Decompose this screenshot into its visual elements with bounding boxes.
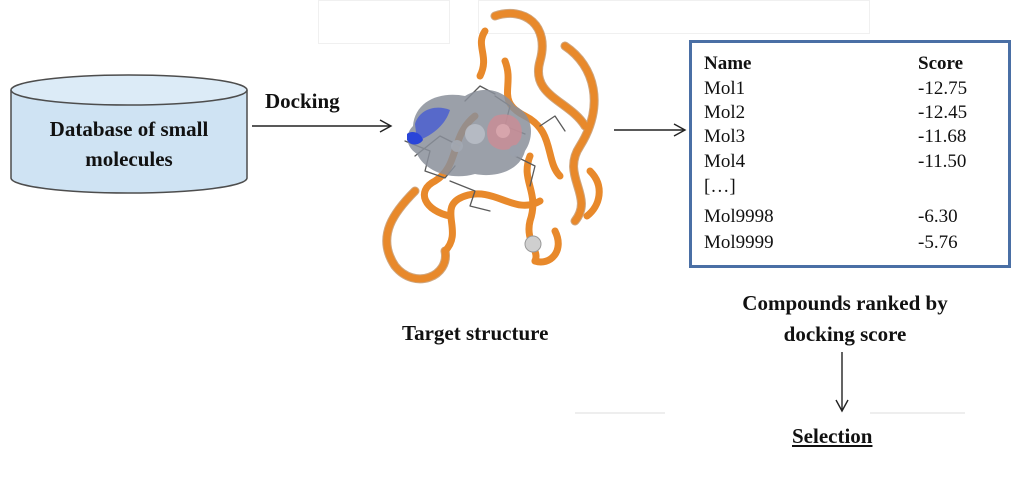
row-score: -11.68 [918, 126, 967, 147]
database-label: Database of small molecules [10, 114, 248, 174]
row-name: Mol1 [704, 78, 746, 99]
row-name: Mol9998 [704, 206, 774, 227]
selection-arrow [835, 352, 849, 413]
row-name: Mol3 [704, 126, 746, 147]
ghost-frame [318, 0, 450, 44]
ranked-label-line1: Compounds ranked by [742, 291, 948, 315]
ghost-line [870, 412, 965, 414]
selection-label: Selection [792, 424, 873, 448]
ghost-frame [478, 0, 870, 34]
row-score: -11.50 [918, 151, 967, 172]
table-row: Mol9998 -6.30 [704, 205, 1004, 229]
database-label-line2: molecules [85, 147, 173, 171]
result-arrow [614, 123, 687, 137]
table-header: Name Score [704, 52, 1004, 76]
row-score: -6.30 [918, 206, 958, 227]
row-score: -5.76 [918, 232, 958, 253]
table-row: Mol2 -12.45 [704, 101, 1004, 125]
docking-arrow [252, 119, 393, 133]
row-name: Mol4 [704, 151, 746, 172]
header-score: Score [918, 53, 964, 74]
row-score: -12.75 [918, 78, 968, 99]
ranked-compounds-label: Compounds ranked by docking score [690, 288, 1000, 350]
cylinder-shape [10, 74, 248, 194]
ghost-line [575, 412, 665, 414]
row-name: Mol2 [704, 102, 746, 123]
table-row: […] [704, 175, 1004, 199]
protein-structure-image [382, 8, 603, 284]
table-row: Mol4 -11.50 [704, 150, 1004, 174]
target-structure-label: Target structure [402, 321, 549, 345]
database-label-line1: Database of small [49, 117, 209, 141]
row-name: Mol9999 [704, 232, 774, 253]
table-row: Mol3 -11.68 [704, 125, 1004, 149]
docking-label: Docking [265, 89, 340, 113]
database-cylinder: Database of small molecules [10, 74, 248, 194]
ranked-label-line2: docking score [783, 322, 907, 346]
table-row: Mol9999 -5.76 [704, 231, 1004, 255]
results-table: Name Score Mol1 -12.75 Mol2 -12.45 Mol3 … [689, 40, 1011, 268]
row-score: -12.45 [918, 102, 968, 123]
header-name: Name [704, 53, 752, 74]
row-name: […] [704, 176, 736, 197]
table-row: Mol1 -12.75 [704, 77, 1004, 101]
